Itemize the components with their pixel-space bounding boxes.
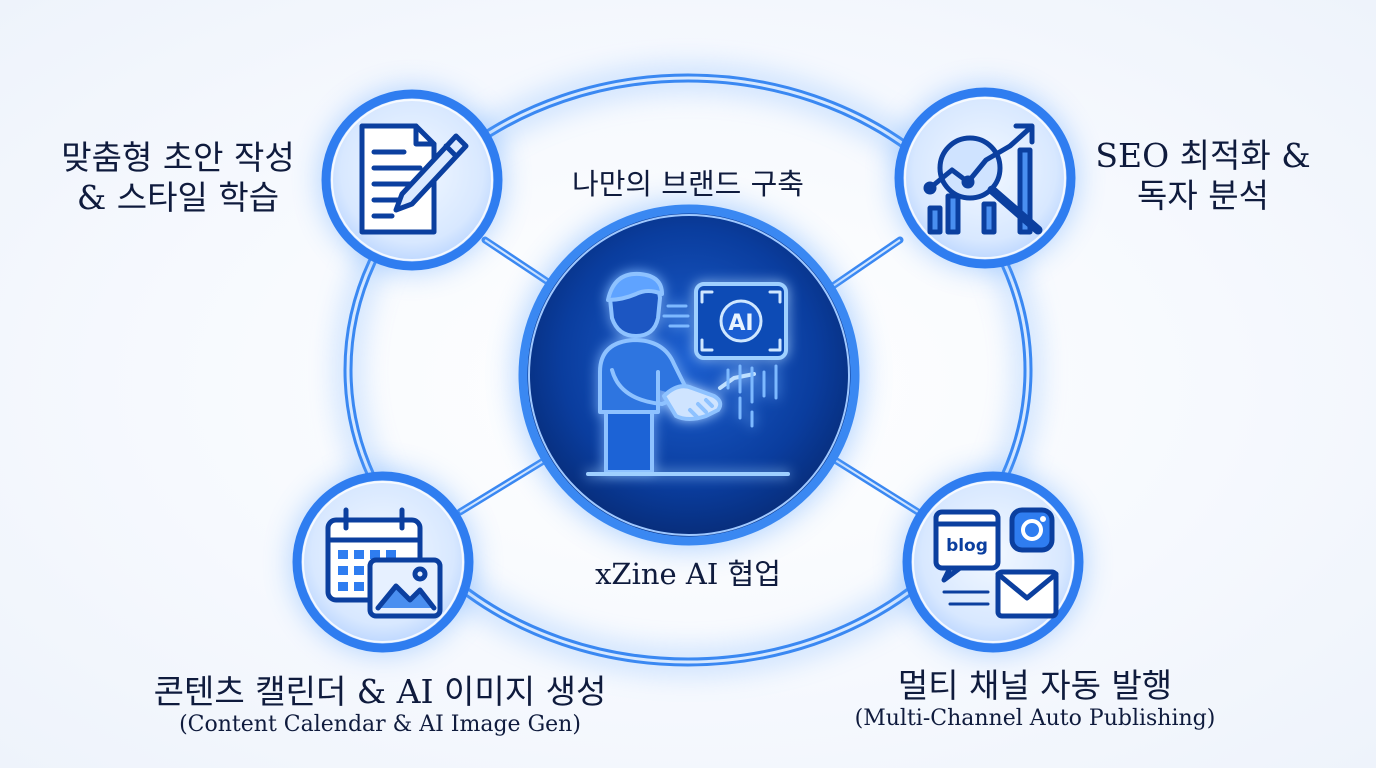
document-pen-icon [359, 123, 469, 235]
node-bottom-left-title-main: 콘텐츠 캘린더 & AI 이미지 생성 [153, 672, 607, 711]
node-bottom-right-title-main: 멀티 채널 자동 발행 [897, 666, 1173, 705]
blog-instagram-mail-icon [933, 507, 1059, 619]
center-top-label: 나만의 브랜드 구축 [572, 167, 804, 201]
node-top-left-title: 맞춤형 초안 작성 & 스타일 학습 [48, 138, 308, 218]
person-ai-handshake-icon [586, 271, 790, 476]
center-bottom-label: xZine AI 협업 [595, 557, 781, 591]
node-top-right-title-line2: 독자 분석 [1137, 176, 1269, 215]
node-bottom-left [291, 470, 475, 654]
node-top-right-title: SEO 최적화 & 독자 분석 [1088, 136, 1318, 216]
ai-badge-text: AI [728, 311, 753, 336]
node-bottom-right-title: 멀티 채널 자동 발행 (Multi-Channel Auto Publishi… [810, 666, 1260, 732]
node-top-right-title-line1: SEO 최적화 & [1095, 136, 1311, 175]
node-bottom-left-title: 콘텐츠 캘린더 & AI 이미지 생성 (Content Calendar & … [120, 672, 640, 738]
node-bottom-right: blog [901, 470, 1085, 654]
node-bottom-right-subtitle: (Multi-Channel Auto Publishing) [854, 706, 1216, 731]
node-bottom-left-subtitle: (Content Calendar & AI Image Gen) [179, 712, 581, 737]
center-node: AI [514, 200, 864, 550]
node-top-right [893, 86, 1077, 270]
calendar-image-icon [325, 507, 443, 619]
node-top-left-title-line2: & 스타일 학습 [76, 178, 280, 217]
node-top-left-title-line1: 맞춤형 초안 작성 [61, 138, 295, 177]
blog-label: blog [946, 536, 988, 556]
ring [337, 67, 1039, 673]
magnifier-chart-icon [923, 123, 1043, 235]
node-top-left [320, 88, 504, 272]
